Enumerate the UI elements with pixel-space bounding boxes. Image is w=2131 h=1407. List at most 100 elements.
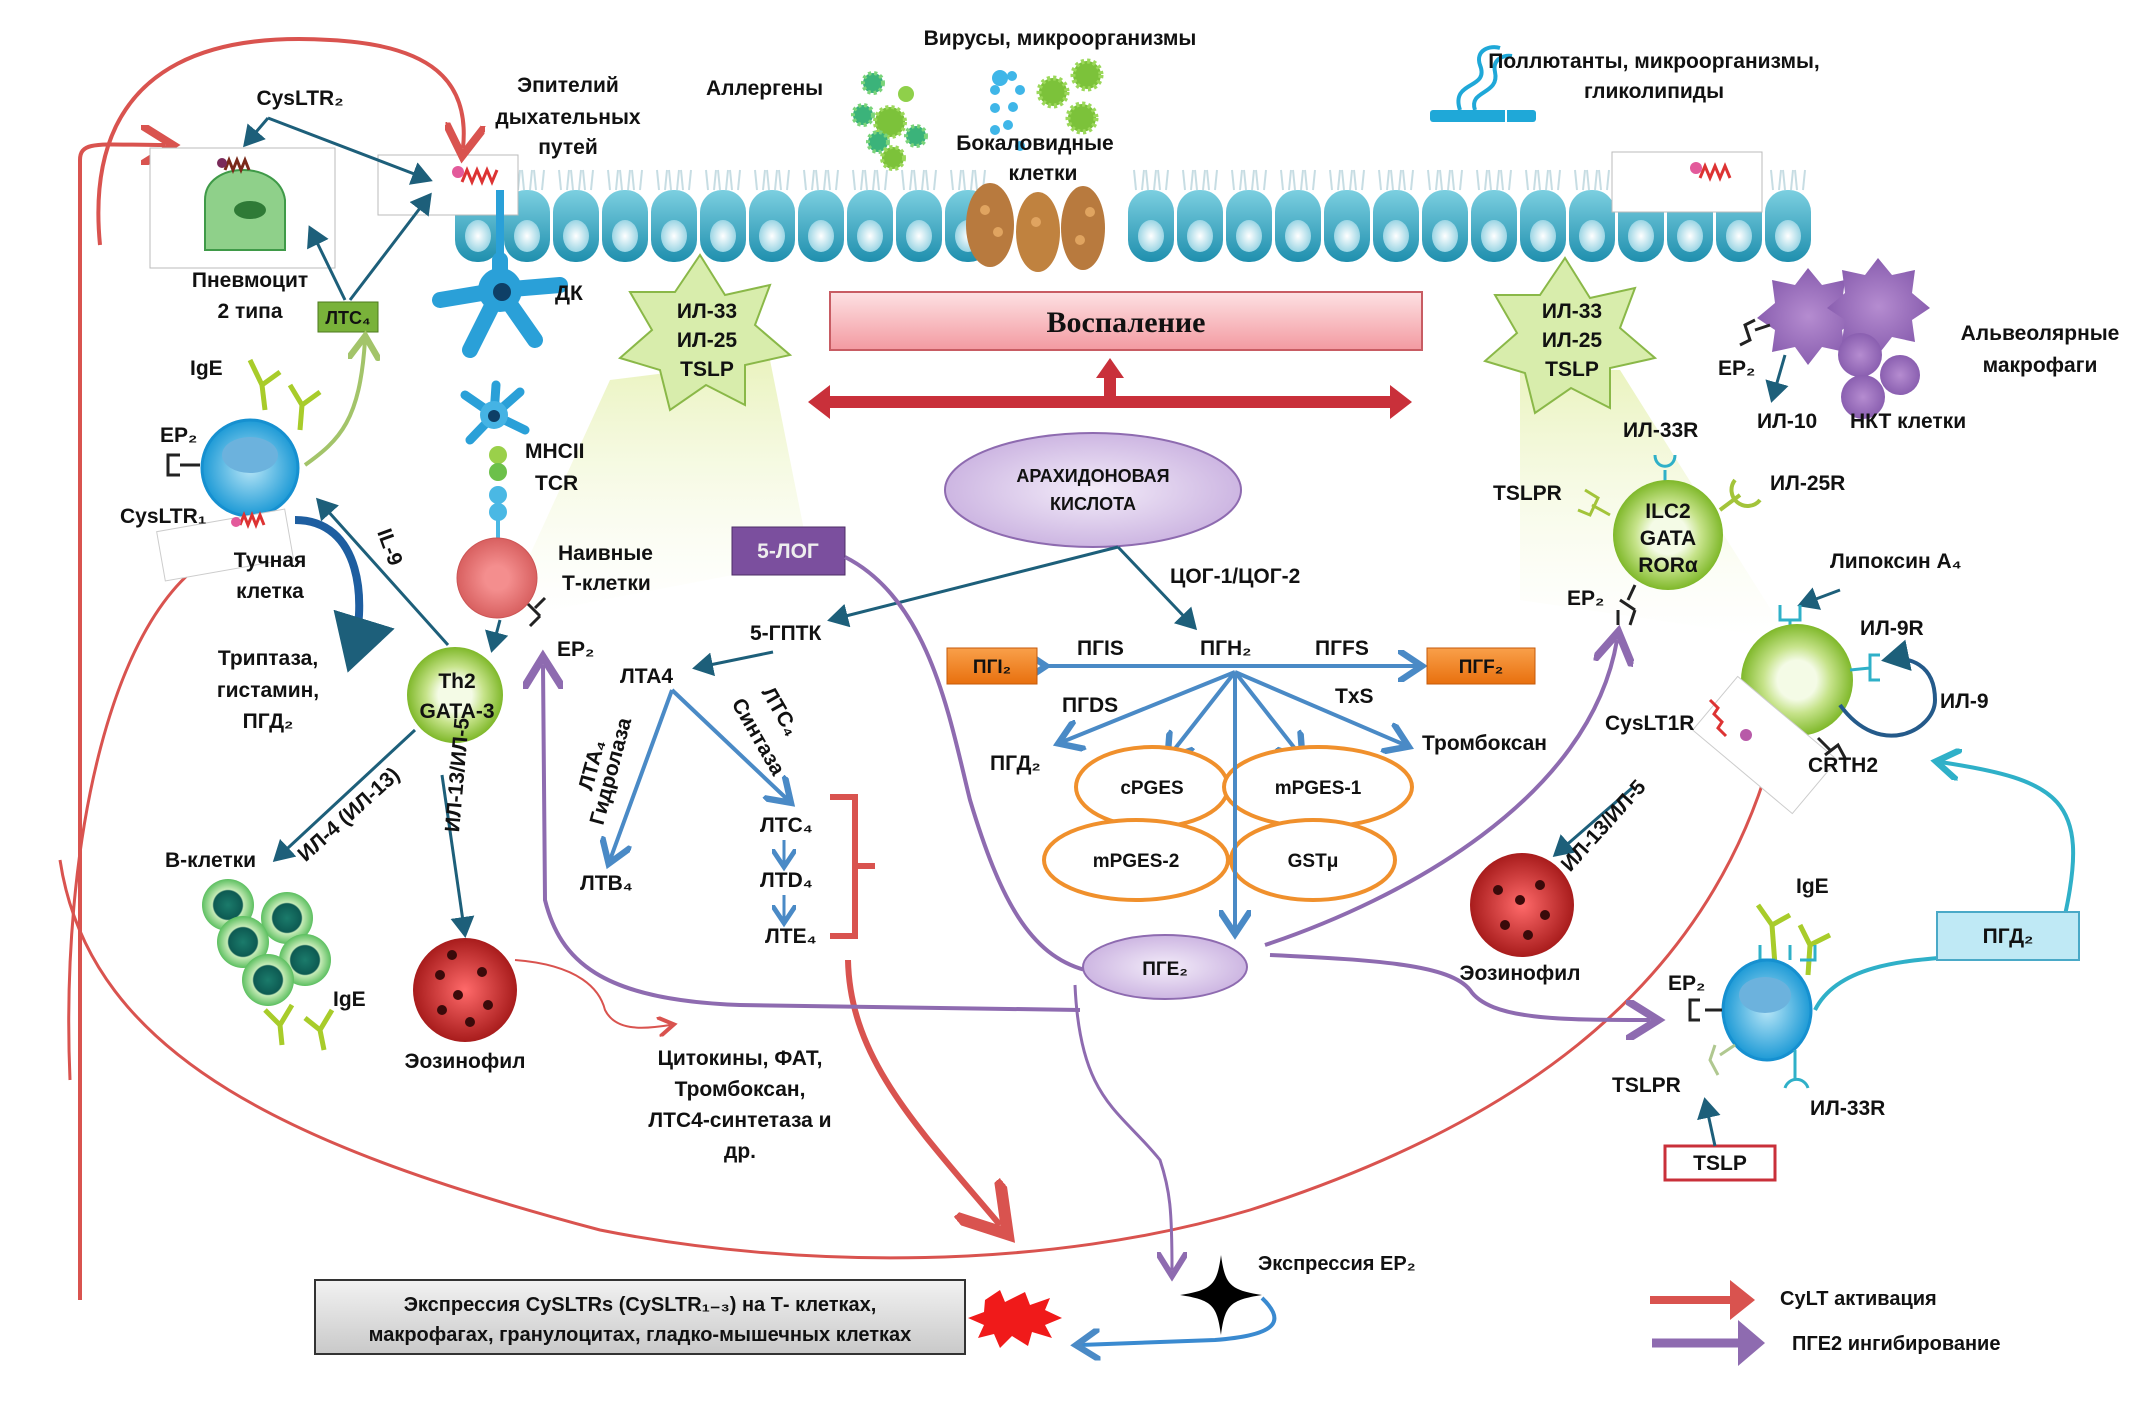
bcell-ige-icon (263, 1003, 335, 1051)
pollutants-label-line1: Поллютанты, микроорганизмы, (1488, 50, 1820, 73)
arachidonic-label-line2: КИСЛОТА (1050, 494, 1136, 514)
il4-label: ИЛ-4 (ИЛ-13) (293, 763, 404, 866)
legend-label: ПГЕ2 ингибирование (1792, 1333, 2000, 1355)
five-lox-box (731, 526, 846, 576)
cpges-arrow (1170, 670, 1237, 755)
pge2-to-naive-path (543, 665, 1081, 1012)
mast-ep2-receptor (166, 453, 200, 477)
pge2-ellipse (1082, 934, 1248, 1000)
cilia (607, 169, 643, 191)
macrophage-ep2-receptor (1739, 318, 1771, 347)
tcr-label: TCR (535, 472, 578, 495)
naive-to-th2-arrow (485, 619, 509, 653)
pgi2-box (946, 647, 1038, 685)
il9r-label: ИЛ-9R (1860, 617, 1924, 640)
ilc2-il25r-receptor (1718, 478, 1762, 512)
cyslt-to-expression-arrow (845, 959, 1000, 1225)
right-cytokine-star (1482, 256, 1658, 415)
cyslt-bracket (830, 794, 875, 939)
alveolar-macrophages-icon (1757, 258, 1930, 419)
lipoxin-arrow (1797, 587, 1841, 610)
epithelial-nucleus (1481, 220, 1507, 252)
right-star-line2: ИЛ-25 (1542, 329, 1603, 352)
cyslt1r-label: CysLT1R (1605, 712, 1694, 735)
pgd2-box-label: ПГД₂ (1983, 925, 2034, 948)
cilia (1378, 169, 1414, 191)
goblet-label-line1: Бокаловидные (956, 132, 1113, 155)
left-star-line3: TSLP (680, 358, 734, 381)
cilia (656, 169, 692, 191)
th2-label-line1: Th2 (438, 670, 475, 693)
epithelial-nucleus (1383, 220, 1409, 252)
epithelial-nucleus (465, 220, 491, 252)
epithelial-nucleus (661, 220, 687, 252)
ilc2-tslpr-label: TSLPR (1493, 482, 1562, 505)
cylt-arc-top (96, 36, 463, 246)
left-cytokine-star (617, 253, 793, 412)
epithelial-nucleus (1285, 220, 1311, 252)
ltc4-arrow-pneumocyte (307, 225, 347, 301)
il9-loop-arrow (1838, 639, 1938, 738)
legend-item-cylt: CyLT активация (1650, 1280, 1937, 1320)
goblet-cells (966, 183, 1105, 272)
basophil-ige-icon (1755, 903, 1832, 976)
cilia (852, 169, 888, 191)
epithelium-label-line3: путей (538, 136, 598, 159)
epithelial-nucleus (1628, 220, 1654, 252)
enzyme-label: cPGES (1120, 778, 1183, 799)
legend-item-pge2: ПГЕ2 ингибирование (1652, 1320, 2000, 1366)
eosinophil-right-label: Эозинофил (1460, 962, 1581, 985)
epithelial-nucleus (1236, 220, 1262, 252)
epithelial-nucleus (1138, 220, 1164, 252)
cilia (558, 169, 594, 191)
five-hptk-label: 5-ГПТК (750, 622, 821, 645)
ilc2-cell-icon (1613, 480, 1723, 590)
il13-il5-right-label: ИЛ-13/ИЛ-5 (1557, 775, 1651, 876)
airway-epithelium (455, 169, 1811, 262)
macrophages-label-line1: Альвеолярные (1961, 322, 2120, 345)
cytokines-label-line1: Цитокины, ФАТ, (658, 1047, 823, 1070)
ltc4-synthase-arrow (670, 688, 788, 800)
cilia (901, 169, 937, 191)
cysltr2-label: CysLTR₂ (256, 87, 343, 110)
epithelial-nucleus (1432, 220, 1458, 252)
il9-arrow (315, 497, 450, 647)
mhcii-label: MHCII (525, 440, 585, 463)
ltd4-label: ЛТD₄ (760, 869, 813, 892)
epithelial-nucleus (857, 220, 883, 252)
cilia (1280, 169, 1316, 191)
pge2-to-5lox-path (844, 555, 1086, 972)
inflammation-double-arrow (808, 358, 1412, 419)
mast-ige-label: IgE (190, 357, 223, 380)
cilia (754, 169, 790, 191)
epithelium-label-line2: дыхательных (495, 106, 640, 129)
pge2-to-ep2-expression-path (1073, 984, 1172, 1270)
cilia (705, 169, 741, 191)
enzyme-label: mPGES-1 (1275, 778, 1362, 799)
virus-particles-icon (990, 58, 1104, 151)
legend: CyLT активация ПГЕ2 ингибирование (1650, 1280, 2000, 1366)
mpges1-arrow (1233, 670, 1300, 755)
mast-ep2-label: EP₂ (160, 424, 197, 447)
ltc4-box-label: ЛТС₄ (325, 308, 370, 328)
eosinophil-right-icon (1470, 853, 1574, 957)
pollutants-label-line2: гликолипиды (1584, 80, 1724, 103)
right-star-line1: ИЛ-33 (1542, 300, 1602, 323)
pge2-to-basophil-path (1269, 953, 1650, 1020)
epithelial-nucleus (612, 220, 638, 252)
il4-arrow (272, 728, 417, 863)
epithelial-nucleus (1677, 220, 1703, 252)
expression-line2: макрофагах, гранулоцитах, гладко-мышечны… (369, 1324, 912, 1346)
basophil-ige-label: IgE (1796, 875, 1829, 898)
cytokines-label-line4: др. (724, 1140, 756, 1163)
pneumocyte-icon (204, 155, 286, 251)
cysltr2-arrow-pneumocyte (243, 117, 270, 148)
legend-label: CyLT активация (1780, 1288, 1937, 1310)
cylt-arc-pneumocyte (78, 144, 165, 1300)
ltc4-box (317, 301, 379, 333)
arachidonic-label-line1: АРАХИДОНОВАЯ (1016, 466, 1169, 486)
enzyme-label: mPGES-2 (1093, 851, 1180, 872)
mpges2-ellipse (1042, 818, 1230, 902)
eosinophil-secretion-arrow (514, 959, 670, 1028)
